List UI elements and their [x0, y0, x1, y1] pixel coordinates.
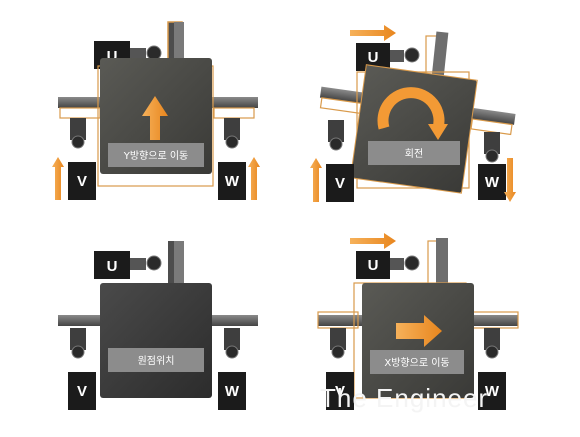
motor-w-label: W [225, 173, 240, 190]
actuator-w-slider [224, 118, 240, 140]
arrow-right-icon [396, 315, 442, 347]
action-label: 회전 [405, 148, 423, 160]
panel-x-move: U X방향으로 이동 V W [317, 233, 519, 410]
motion-arrow-w-up-icon [248, 157, 260, 200]
actuator-v-slider [70, 118, 86, 140]
action-label-box [368, 141, 460, 165]
motor-u-post [431, 31, 449, 79]
motion-arrow-w-down-icon [504, 158, 516, 202]
motor-v-body [68, 162, 96, 200]
action-label: 원점위치 [138, 354, 175, 367]
action-label-box [108, 143, 204, 167]
motor-v-label: V [77, 173, 87, 190]
panel-origin: U 원점위치 V W [58, 241, 258, 410]
motor-u-body [356, 251, 390, 279]
stage-platform [350, 65, 477, 193]
motor-v-label: V [77, 383, 87, 400]
action-label-box [370, 350, 464, 374]
arrow-up-icon [142, 96, 168, 140]
motor-u-label: U [368, 257, 379, 274]
motion-arrow-v-up-icon [310, 158, 322, 202]
motor-w-body [478, 372, 506, 410]
motor-u-label: U [107, 258, 118, 275]
motor-v-body [68, 372, 96, 410]
motion-arrow-v-up-icon [52, 157, 64, 200]
motor-w-body [218, 162, 246, 200]
stage-platform [100, 283, 212, 398]
motor-w-body [478, 164, 506, 200]
motor-w-label: W [485, 383, 500, 400]
motor-w-label: W [225, 383, 240, 400]
stage-platform [362, 283, 474, 398]
motor-w-body [218, 372, 246, 410]
action-label-box [108, 348, 204, 372]
motor-u-coupler [130, 48, 146, 60]
motor-u-body [94, 251, 130, 279]
action-label: X방향으로 이동 [384, 357, 449, 369]
motor-v-body [326, 372, 354, 410]
motor-u-joint [146, 45, 162, 61]
motor-v-label: V [335, 383, 345, 400]
motor-u-post [436, 238, 448, 284]
motor-v-body [326, 164, 354, 202]
panel-rotate: U 회전 V W [310, 25, 516, 202]
motor-v-label: V [335, 175, 345, 192]
rotate-arrow-icon [377, 87, 445, 130]
motion-arrow-u-right-icon [350, 233, 396, 249]
motor-w-label: W [485, 174, 500, 191]
motor-u-label: U [107, 48, 118, 65]
watermark: The Engineer [320, 383, 488, 413]
panel-y-move: U Y방향으로 이동 V W [52, 21, 260, 200]
motion-arrow-u-right-icon [350, 25, 396, 41]
motor-u-label: U [368, 49, 379, 66]
action-label: Y방향으로 이동 [123, 150, 189, 162]
